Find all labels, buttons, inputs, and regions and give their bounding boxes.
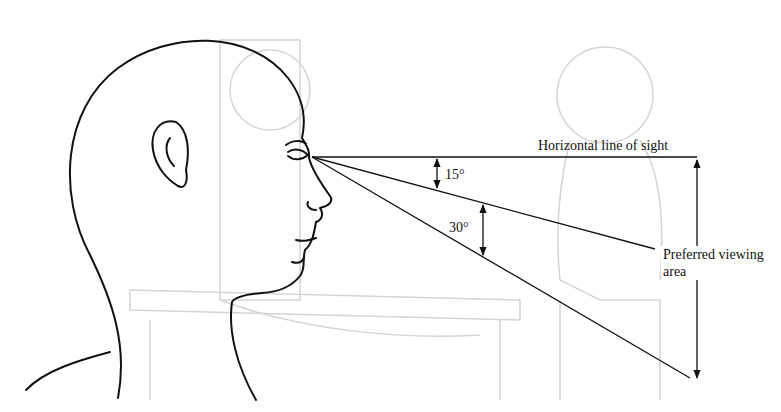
sight-lines <box>312 157 697 378</box>
axis-label: Horizontal line of sight <box>538 137 668 154</box>
angle-label: 15° <box>445 166 465 183</box>
head-profile <box>26 41 331 400</box>
area-label: Preferred viewing area <box>661 246 777 280</box>
background-figure <box>130 40 662 400</box>
angle-label: 30° <box>449 219 469 236</box>
